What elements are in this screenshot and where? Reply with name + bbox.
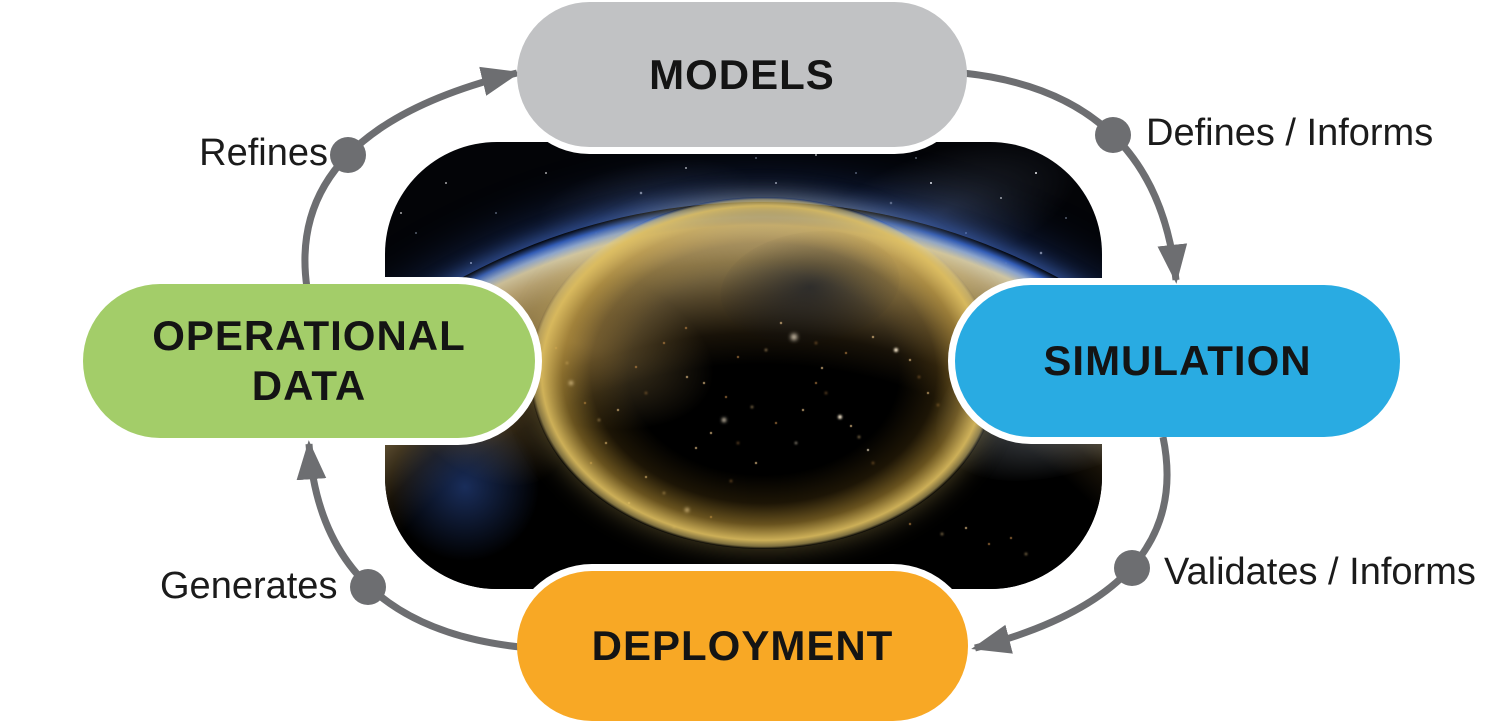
connector-dot-generates [350,569,386,605]
node-deployment-label: DEPLOYMENT [591,622,894,670]
node-operational-data-label-line2: DATA [251,362,367,409]
node-models-pill: MODELS [517,2,967,147]
edge-label-defines-informs: Defines / Informs [1146,112,1434,154]
connector-dot-refines [330,137,366,173]
arrow-simulation-to-deployment [971,436,1171,654]
node-deployment-pill: DEPLOYMENT [517,571,968,721]
atmosphere-dome [530,197,997,549]
node-operational-data-pill: OPERATIONAL DATA [83,284,535,438]
arrow-models-to-simulation [962,69,1188,284]
arrow-operational-to-models [301,66,521,289]
node-simulation-pill: SIMULATION [955,285,1400,437]
connector-dot-validates [1114,550,1150,586]
node-models-label: MODELS [649,50,835,98]
arrow-deployment-to-operational [296,440,521,651]
node-operational-data-label-line1: OPERATIONAL [152,312,466,360]
connector-dot-defines [1095,117,1131,153]
node-simulation-label: SIMULATION [1043,337,1312,385]
edge-label-validates-informs: Validates / Informs [1164,551,1476,593]
edge-label-refines: Refines [199,132,328,174]
edge-label-generates: Generates [160,565,338,607]
